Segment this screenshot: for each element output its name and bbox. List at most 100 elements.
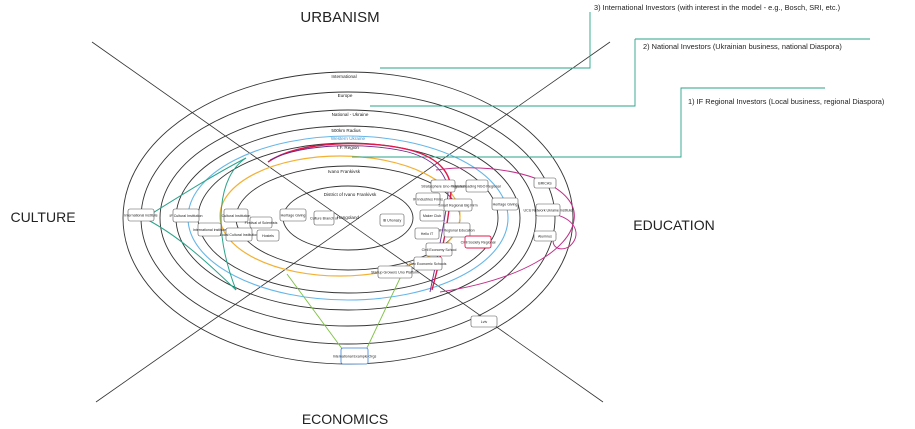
node-box [425,242,453,257]
node-label: Startup Growers Uno Platform [371,271,419,275]
ring-orange [219,155,461,277]
node-label: Alumnus [538,235,552,239]
node-label: Festival of Scientists [245,221,278,225]
ring-label-international: International [331,74,356,79]
ring-label-if-region: I.F. Region [337,145,359,150]
node-smart-regional-big-firm: Smart Regional Big Firm [438,198,478,212]
node-label: Hostel leading NGO Regional [453,185,500,189]
node-box [470,315,498,328]
node-box [535,203,561,217]
node-culture-branch: Culture Branch of [310,210,338,226]
node-cultural-institution: Cultural Institution [222,208,251,223]
investor-label-national: 2) National Investors (Ukrainian busines… [643,42,842,51]
node-box [443,198,473,212]
node-maker-club: Maker Club [419,209,445,222]
node-box [223,208,249,223]
ring-label-hangoland: Hangoland [337,215,360,220]
red-curve [267,142,452,291]
node-box [279,208,307,222]
node-label: Heritage Giving [281,214,306,218]
teal-curve-1 [147,157,247,217]
magenta-curve [435,167,575,293]
node-if-regional-education: IF Regional Education [439,222,475,238]
magenta-loop [547,213,577,250]
node-label: IF Regional Education [439,229,474,233]
node-label: Civil Economy School [422,248,457,252]
node-box [197,222,222,237]
node-label: International Example Orgs [333,355,377,359]
node-if-cultural-institution: IF Cultural Institution [170,208,203,223]
node-label: Lviv [481,320,488,324]
investor-label-international: 3) International Investors (with interes… [594,3,840,12]
node-label: IF Cultural Institution [170,214,203,218]
node-civil-society-regional: Civil Society Regional [461,235,496,249]
green-line-right [365,273,403,351]
investor-label-regional: 1) IF Regional Investors (Local business… [688,97,884,106]
node-box [464,235,492,249]
node-box [313,210,335,226]
node-label: Stratosphere Uno-Regional [421,185,465,189]
node-international-example-orgs: International Example Orgs [333,347,377,365]
node-box [419,209,445,222]
axis-line-nw-se [91,41,604,403]
ring-label-national: National - Ukraine [332,112,369,117]
node-hostel-leading-ngo: Hostel leading NGO Regional [453,179,501,193]
node-label: Hello IT [421,232,434,236]
node-hostels: Hostels [256,229,280,242]
node-label: Civil Society Regional [461,241,496,245]
node-box [443,222,471,238]
node-box [491,197,519,211]
node-box [465,179,489,193]
ring-label-western-ukraine: Western Ukraine [331,136,366,141]
node-ucu-network: UCU Network Ukraine Institute [524,203,572,217]
node-startup-growers: Startup Growers Uno Platform [371,265,419,279]
node-box [430,179,456,193]
ring-national [159,109,537,327]
node-box [413,256,443,271]
node-box [379,213,405,227]
node-heritage-giving-right: Heritage Giving [491,197,519,211]
node-box [127,208,155,222]
ring-label-europe: Europe [338,93,353,98]
node-international-institute-inner: International institute [193,222,226,237]
node-ib-uhonazy: IB Uhonazy [379,213,405,227]
node-box [415,192,441,206]
teal-curve-2 [147,219,237,291]
node-label: IB Uhonazy [383,219,402,223]
teal-connectors [147,157,247,291]
node-label: Cultural Institution [222,214,251,218]
green-lines [286,273,403,351]
node-alumnus: Alumnus [533,230,557,242]
node-box [533,177,557,189]
node-label: Smart Regional Big Firm [438,204,477,208]
node-label: International institute [193,228,226,232]
ring-label-ivano-frankivsk: Ivano Frankivsk [328,169,361,174]
node-label: Maker Club [423,214,441,218]
quadrant-urbanism: URBANISM [300,9,379,26]
ring-label-500km: 500km Radius [331,128,361,133]
node-box [249,216,273,229]
investor-line-international [380,12,591,69]
node-box [225,227,253,242]
node-dev-economic-schools: Dev Economic Schools [410,256,447,271]
ring-label-district: District of Ivano Frankivsk [324,192,377,197]
node-stratosphere: Stratosphere Uno-Regional [421,179,465,193]
node-label: Hostels [262,234,274,238]
quadrant-education: EDUCATION [633,217,714,233]
node-lviv: Lviv [470,315,498,328]
node-label: Heritage Giving [493,203,518,207]
node-box [414,227,440,240]
node-international-institute-outer: International institute [124,208,158,222]
node-box [256,229,280,242]
investor-lines [352,12,870,158]
node-bricas: BRICAS [533,177,557,189]
quadrant-economics: ECONOMICS [302,411,388,427]
node-if-industries-firms: IF Industries Firms [413,192,443,206]
node-label: BRICAS [538,182,552,186]
node-label: Culture Branch of [310,217,338,221]
node-box [377,265,413,279]
node-label: Local Cultural Institution [220,233,258,237]
investor-line-national [370,39,636,107]
node-label: International institute [124,214,157,218]
